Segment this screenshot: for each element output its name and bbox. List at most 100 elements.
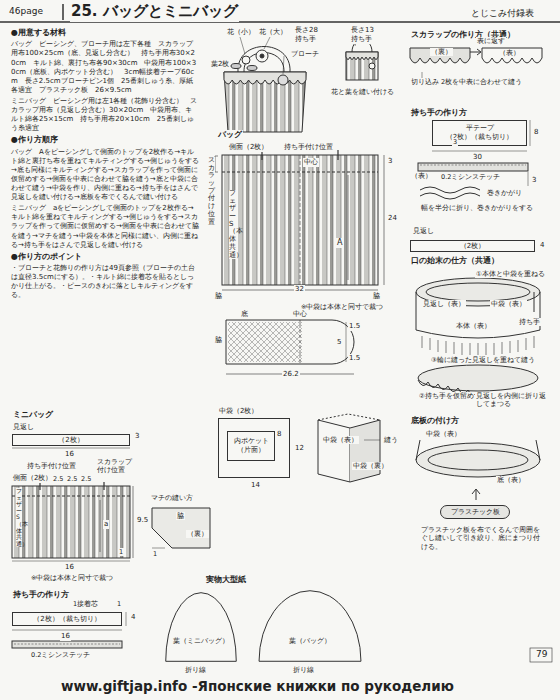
callout-label: 底（表）	[496, 476, 526, 484]
callout-label: 脇	[214, 292, 223, 301]
callout-label: （表）	[410, 172, 433, 180]
callout-label: A	[336, 238, 343, 248]
callout-label: 30	[472, 153, 483, 162]
callout-label: ※中袋は本体と同寸で裁つ	[300, 303, 384, 311]
facing-strip: （2枚）	[12, 434, 130, 446]
callout-label: 0.2ミシンステッチ	[440, 173, 501, 181]
callout-label: 底板の付け方	[410, 416, 460, 426]
lining-piece: 中袋（2枚）内ポケット（片面）	[218, 418, 290, 478]
callout-label: 24	[387, 214, 398, 223]
callout-label: 口の始末の仕方（共通）	[410, 256, 500, 266]
callout-label: スカラップ 付け位置	[96, 458, 142, 475]
callout-label: ③輪に縫った見返しを重ねて縫う	[430, 356, 542, 364]
callout-label: 持ち手	[518, 318, 541, 326]
bag-side-pattern	[215, 150, 384, 374]
callout-label: （表）	[498, 49, 521, 57]
node-text: プラスチック板	[448, 508, 503, 517]
inner-bag-illustration	[318, 414, 380, 482]
steps-text: バッグ Aをピーシングして側面のトップを2枚作る→キルト綿と裏打ち布を重ねてキル…	[10, 148, 200, 203]
node-text: 中袋（2枚）	[219, 407, 258, 416]
callout-label: 表に返す	[476, 37, 506, 46]
callout-label: 4	[539, 241, 545, 250]
section-heading: ●作り方順序	[10, 135, 59, 145]
callout-label: 1接着芯	[72, 600, 99, 608]
callout-label: 2.5	[66, 475, 78, 483]
callout-label: 見返し（表）	[422, 300, 466, 308]
node-text: （2枚）（裁ち切り）	[30, 615, 103, 624]
section-heading: ●用意する材料	[10, 28, 67, 38]
callout-label: 長さ28 持ち手	[294, 26, 326, 44]
materials-text: バッグ ビーシング、ブローチ用は左下各種 スカラップ用布100×25cm（底、見…	[10, 40, 200, 95]
callout-label: 本体（表）	[455, 322, 492, 330]
callout-label: 見返し	[12, 423, 35, 432]
callout-label: 折り線	[184, 666, 207, 674]
callout-label: 3	[134, 432, 140, 441]
callout-label: （裏）	[430, 48, 453, 56]
callout-label: 2枚を中表に合わせて縫う	[440, 78, 523, 86]
callout-label: 持ち手付け位置	[283, 143, 334, 152]
callout-label: 持ち手付け位置	[26, 462, 77, 471]
callout-label: 1	[118, 548, 124, 556]
callout-label: フェザーS（本体共通）	[229, 190, 236, 259]
leaf-outline	[165, 592, 237, 662]
watermark: www.giftjap.info -Японские книжки по рук…	[60, 678, 455, 696]
callout-label: ブローチ	[290, 50, 320, 59]
handle-steps	[418, 120, 530, 199]
callout-label: 16	[60, 632, 71, 641]
callout-label: 見返しを内側に折り返してまつる	[475, 392, 552, 409]
callout-label: 側面（2枚）	[228, 143, 269, 152]
appendix-note: とじこみ付録表	[470, 8, 535, 20]
callout-label: 1.5	[348, 322, 361, 331]
node-text: 葉（バッグ）	[286, 637, 334, 646]
callout-label: 9.5	[136, 516, 149, 525]
leaf-outline	[258, 590, 362, 662]
handle-strip: （2枚）（裁ち切り）	[12, 612, 122, 626]
section-heading: ●作り方のポイント	[10, 252, 83, 262]
callout-label: ①本体と中袋を重ねる	[475, 270, 546, 278]
node-text: （2枚）	[55, 436, 86, 445]
leaf-pattern: 葉（ミニバッグ）	[165, 592, 237, 662]
callout-label: バッグ	[217, 130, 243, 140]
callout-label: フェザーS（本体共通）	[16, 488, 22, 547]
callout-label: 中袋（裏）	[352, 462, 389, 470]
callout-label: 持ち手の作り方	[410, 108, 468, 118]
callout-label: 8	[533, 128, 539, 137]
callout-label: 脇	[214, 336, 223, 345]
callout-label: 14	[250, 481, 261, 490]
bottom-board-illustration	[416, 440, 540, 500]
node-text: 内ポケット（片面）	[228, 437, 274, 455]
callout-label: 中心	[292, 310, 308, 319]
mini-handle-illustration	[12, 612, 126, 648]
page-number-frame	[530, 648, 552, 662]
leaf-outline-path	[166, 593, 237, 662]
callout-label: 16	[64, 450, 75, 459]
callout-label: 1.5	[348, 354, 361, 363]
materials-text: ミニバッグ ビーシング用は左1各種（花飾り分含む） スカラップ用布（見返し分含む…	[10, 97, 200, 133]
callout-label: 持ち手の作り方	[12, 590, 70, 600]
callout-label: 2.5	[52, 475, 64, 483]
callout-label: 3	[452, 138, 458, 146]
gusset-illustration	[152, 508, 210, 548]
callout-label: 8	[276, 430, 282, 439]
callout-label: 脇	[176, 512, 185, 520]
callout-label: 26.2	[282, 370, 300, 379]
plastic-board: プラスチック板	[440, 505, 510, 519]
callout-label: 幅を半分に折り、巻きかがりをする	[420, 204, 534, 212]
callout-label: 長さ13 持ち手	[350, 26, 382, 44]
callout-label: 5	[336, 338, 342, 347]
page-number: 46page	[8, 6, 44, 18]
callout-label: ※中袋は本体と同寸で裁つ	[30, 574, 114, 582]
callout-label: 79	[535, 649, 548, 661]
page-title: 25. バッグとミニバッグ	[70, 2, 239, 22]
callout-label: 中心	[303, 158, 319, 167]
callout-label: （裏）	[186, 530, 209, 538]
callout-label: スカラップ付け位置	[208, 157, 215, 226]
callout-label: 中袋（表）	[490, 300, 527, 308]
scallop-steps	[410, 48, 542, 78]
callout-label: a	[103, 520, 109, 529]
callout-label: 4	[130, 613, 136, 622]
points-text: ・ブローチと花飾りの作り方は49頁参照（ブローチの土台は直径3.5cmにする）。…	[10, 264, 200, 300]
callout-label: 巻きかがり	[486, 189, 523, 198]
callout-label: 16	[64, 563, 75, 572]
callout-label: 32	[294, 285, 305, 294]
